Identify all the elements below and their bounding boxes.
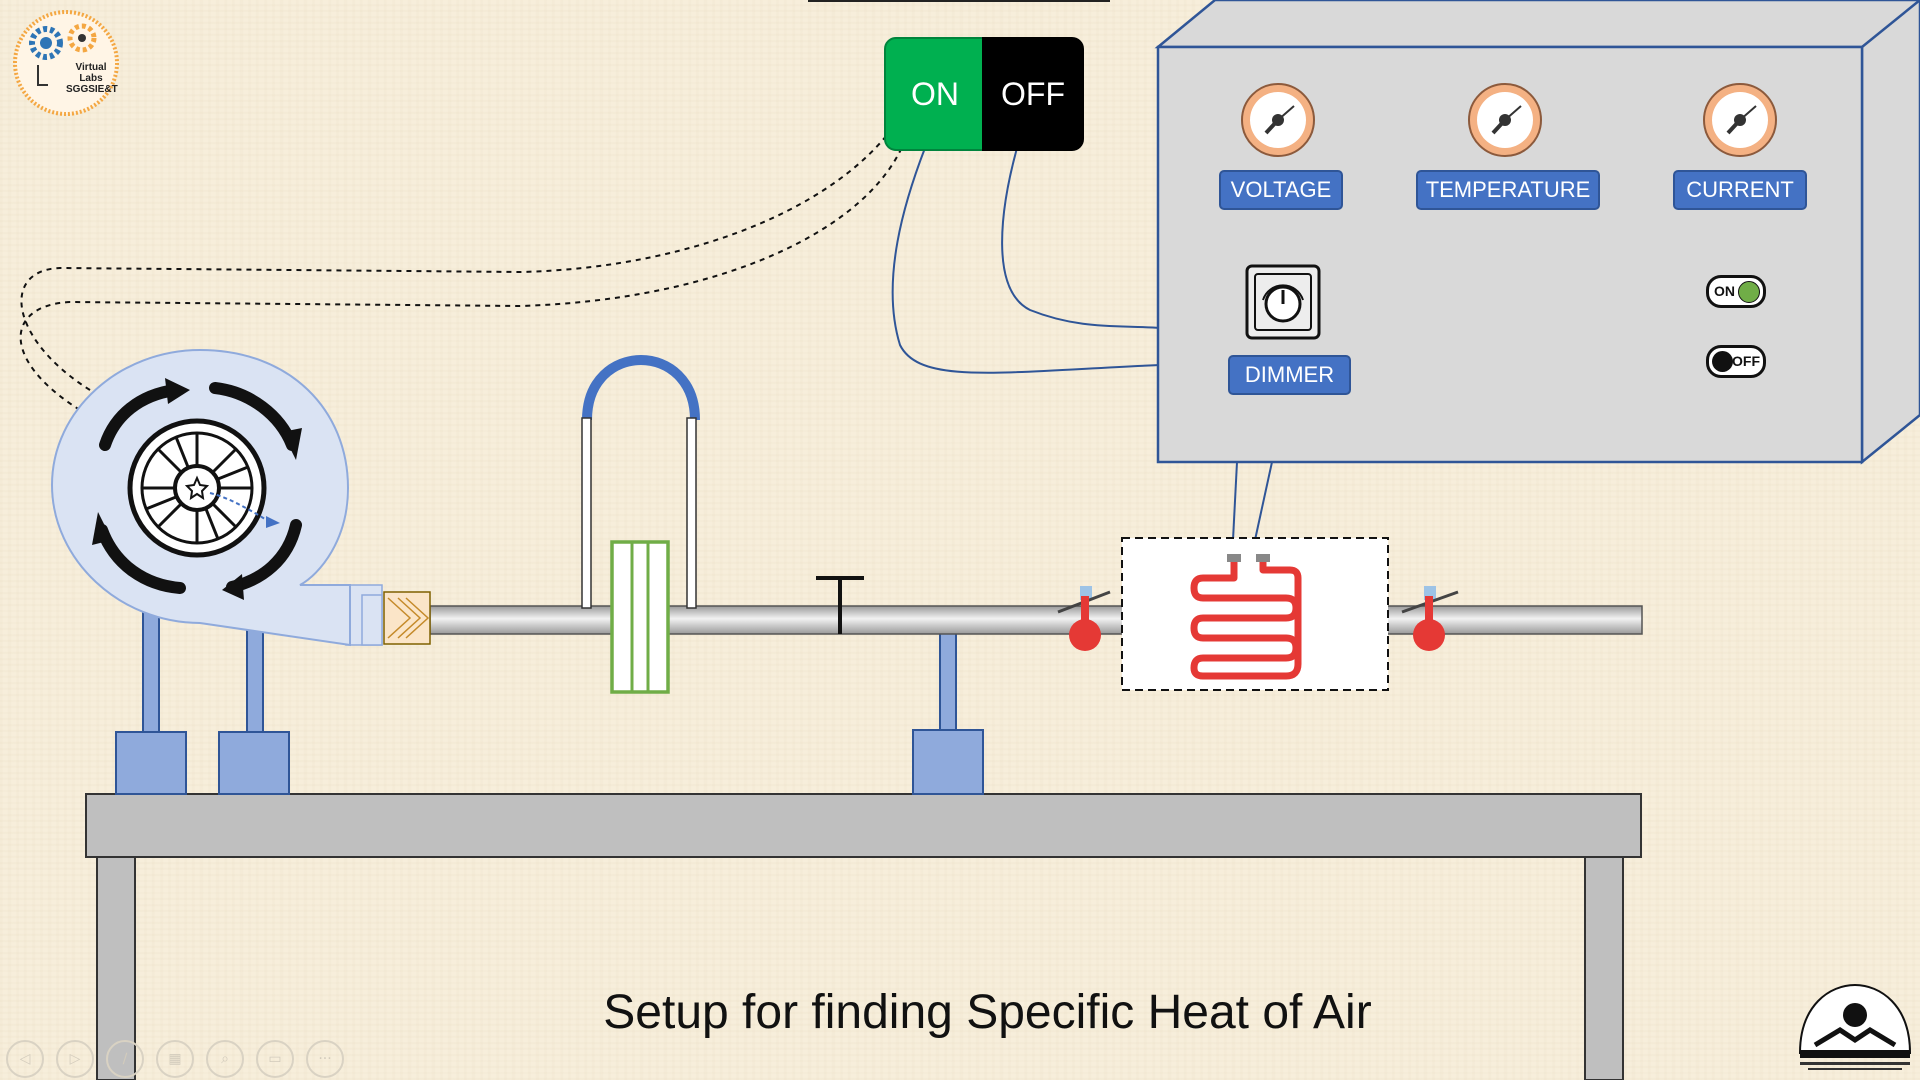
dimmer-label-button[interactable]: DIMMER — [1228, 355, 1351, 395]
toggle-knob-off-icon — [1712, 351, 1733, 372]
panel-off-toggle[interactable]: OFF — [1706, 345, 1766, 378]
subtitle-icon[interactable]: ▭ — [256, 1040, 294, 1078]
diagram-caption: Setup for finding Specific Heat of Air — [603, 986, 1372, 1039]
temperature-gauge-icon — [1468, 83, 1542, 157]
blower-icon — [50, 348, 351, 647]
orifice-meter — [610, 540, 670, 694]
toggle-knob-on-icon — [1738, 281, 1760, 303]
thermometer-outlet — [1401, 586, 1459, 651]
next-icon[interactable]: ▷ — [56, 1040, 94, 1078]
u-tube-manometer — [581, 355, 700, 609]
current-label-button[interactable]: CURRENT — [1673, 170, 1807, 210]
main-off-button[interactable]: OFF — [982, 37, 1084, 151]
panel-on-toggle-label: ON — [1714, 283, 1735, 299]
logo-line-1: Virtual — [75, 62, 107, 73]
zoom-icon[interactable]: ⌕ — [206, 1040, 244, 1078]
thermometer-inlet — [1057, 586, 1111, 651]
main-on-button[interactable]: ON — [884, 37, 986, 151]
blower-wires — [19, 99, 911, 411]
logo-line-3: SGGSIE&T — [66, 84, 118, 95]
voltage-label-button[interactable]: VOLTAGE — [1219, 170, 1343, 210]
pen-icon[interactable]: ∕ — [106, 1040, 144, 1078]
panel-wires — [891, 147, 1273, 541]
supports — [115, 611, 984, 795]
prev-icon[interactable]: ◁ — [6, 1040, 44, 1078]
dimmer-knob-icon[interactable] — [1245, 264, 1321, 340]
voltage-gauge-icon — [1241, 83, 1315, 157]
slideshow-nav: ◁ ▷ ∕ ▦ ⌕ ▭ ··· — [6, 1040, 344, 1078]
current-gauge-icon — [1703, 83, 1777, 157]
temperature-label-button[interactable]: TEMPERATURE — [1416, 170, 1600, 210]
virtual-labs-logo — [13, 10, 119, 116]
heater-section — [1121, 537, 1389, 691]
panel-on-toggle[interactable]: ON — [1706, 275, 1766, 308]
logo-line-2: Labs — [79, 73, 103, 84]
gate-valve — [816, 576, 864, 634]
panel-off-toggle-label: OFF — [1732, 353, 1760, 369]
table — [85, 793, 1642, 1080]
logo-text: Virtual Labs SGGSIE&T — [66, 62, 118, 95]
slides-icon[interactable]: ▦ — [156, 1040, 194, 1078]
more-icon[interactable]: ··· — [306, 1040, 344, 1078]
institute-emblem-icon — [1798, 983, 1912, 1070]
duct-pipe — [345, 584, 1643, 646]
